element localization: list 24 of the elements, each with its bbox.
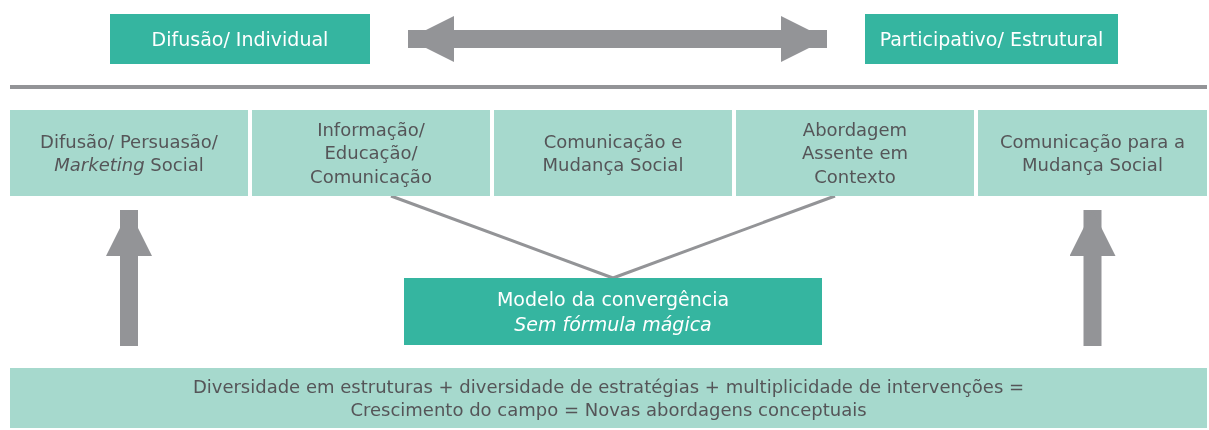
concept-box — [10, 110, 248, 196]
connector-line — [612, 194, 836, 280]
concept-box — [978, 110, 1207, 196]
box-label: Difusão/ Individual — [151, 26, 329, 52]
arrow — [1069, 210, 1116, 346]
concept-box — [494, 110, 732, 196]
concept-box — [404, 278, 822, 345]
box-label: Comunicação e Mudança Social — [541, 129, 685, 177]
box-label: Difusão/ Persuasão/ Marketing Social — [39, 129, 219, 177]
concept-box — [110, 14, 370, 64]
summary-band — [10, 368, 1207, 428]
box-label: Diversidade em estruturas + diversidade de estratégias + multiplicidade de intervenções = Crescimento do campo = Novas abordagens conceptuais — [191, 374, 1026, 422]
box-label: Informação/ Educação/ Comunicação — [309, 117, 433, 189]
concept-box — [252, 110, 490, 196]
concept-box — [865, 14, 1118, 64]
box-label: Participativo/ Estrutural — [879, 26, 1104, 52]
arrow — [106, 210, 152, 346]
subtitle-text: Sem fórmula mágica — [514, 311, 712, 337]
concept-box — [736, 110, 974, 196]
arrow — [408, 16, 827, 62]
box-label: Abordagem Assente em Contexto — [801, 117, 909, 189]
box-label: Modelo da convergência — [496, 286, 730, 312]
connector-line — [390, 194, 614, 280]
box-label: Comunicação para a Mudança Social — [998, 129, 1187, 177]
